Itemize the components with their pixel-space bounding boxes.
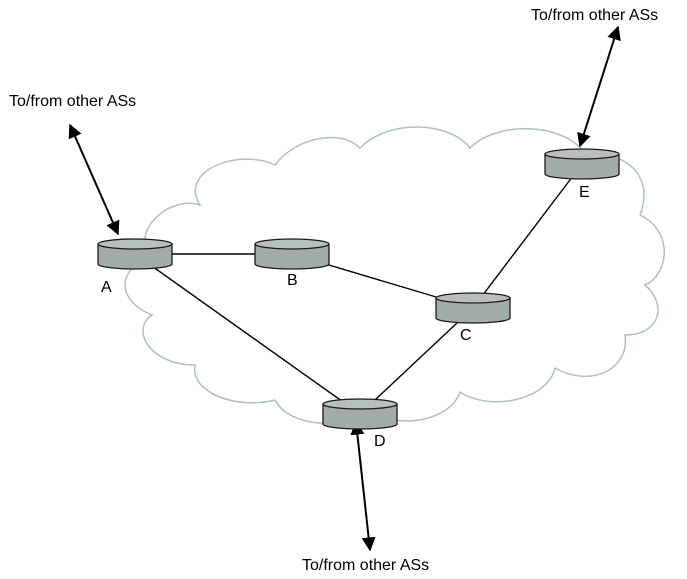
external-label-d: To/from other ASs bbox=[302, 557, 430, 574]
link-c-e bbox=[472, 163, 583, 309]
router-a-icon bbox=[97, 238, 173, 270]
external-arrow-e bbox=[577, 25, 621, 148]
external-arrow-d bbox=[350, 420, 376, 552]
link-a-d bbox=[134, 253, 361, 415]
as-cloud bbox=[124, 126, 665, 425]
link-c-d bbox=[359, 307, 474, 415]
links-layer bbox=[134, 163, 583, 415]
external-label-a: To/from other ASs bbox=[9, 93, 137, 110]
router-d-icon bbox=[322, 398, 398, 430]
router-label-b: B bbox=[287, 272, 298, 289]
router-label-d: D bbox=[374, 433, 386, 450]
external-label-e: To/from other ASs bbox=[531, 7, 659, 24]
router-e-icon bbox=[544, 148, 620, 180]
routers-layer bbox=[97, 148, 620, 430]
router-b-icon bbox=[254, 238, 330, 270]
router-label-a: A bbox=[101, 279, 112, 296]
external-links-layer bbox=[68, 25, 621, 552]
external-arrow-a bbox=[68, 123, 120, 236]
router-c-icon bbox=[435, 292, 511, 324]
router-label-c: C bbox=[460, 327, 472, 344]
router-label-e: E bbox=[579, 184, 590, 201]
